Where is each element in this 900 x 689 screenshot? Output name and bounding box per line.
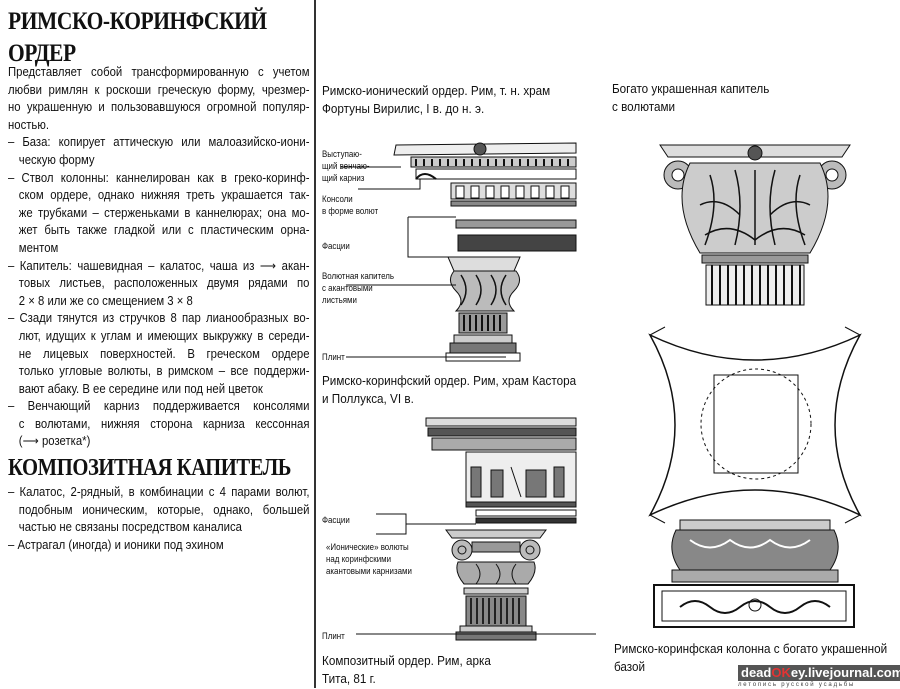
label-fascia: Фасции [322, 241, 350, 251]
caption-line: базой [614, 659, 646, 674]
caption-line: Композитный ордер. Рим, арка [322, 653, 491, 668]
caption-roman-ionic: Римско-ионический ордер. Рим, т. н. храм… [322, 82, 550, 118]
heading-line: РИМСКО-КОРИНФСКИЙ [8, 8, 267, 35]
label-line: щий карниз [322, 173, 365, 183]
label-line: над коринфскими [326, 554, 391, 564]
label-consoles: Консоли в форме волют [322, 193, 378, 217]
text-line: товых листьев, расположенных двумя рядам… [18, 276, 310, 291]
text-line: вают абаку. В ее середине или под ней цв… [18, 381, 263, 396]
text-line: – Астрагал (иногда) и ионики под эхином [8, 537, 224, 552]
caption-composite-order: Композитный ордер. Рим, арка Тита, 81 г. [322, 652, 491, 688]
bullet-item: – Сзади тянутся из стручков 8 пар лианоо… [8, 310, 310, 398]
caption-line: Римско-ионический ордер. Рим, т. н. храм [322, 83, 551, 98]
caption-decorated-capital: Богато украшенная капитель с волютами [612, 80, 769, 116]
text-line: – Ствол колонны: каннелирован как в грек… [8, 170, 310, 185]
caption-line: Богато украшенная капитель [612, 81, 770, 96]
caption-line: Римско-коринфская колонна с богато украш… [614, 641, 888, 656]
label-plinth: Плинт [322, 352, 345, 362]
watermark-tagline: летопись русской усадьбы [738, 682, 856, 688]
heading-line: ОРДЕР [8, 40, 76, 67]
watermark-prefix: dead [741, 665, 772, 680]
caption-line: Римско-коринфский ордер. Рим, храм Касто… [322, 373, 577, 388]
bullet-item: – Венчающий карниз поддерживается консол… [8, 398, 310, 451]
text-line: ностью. [8, 117, 49, 132]
label-line: Выступаю- [322, 149, 362, 159]
roman-corinthian-order-drawing [341, 142, 577, 362]
text-line: частью не связаны посредством каналиса [18, 520, 242, 535]
bullet-item: – База: копирует аттическую или малоазий… [8, 134, 310, 169]
text-line: ментом [18, 240, 59, 255]
text-line: жет быть также гладкой или с пластически… [18, 223, 310, 238]
caption-roman-corinthian: Римско-коринфский ордер. Рим, храм Касто… [322, 372, 576, 408]
bullet-item: – Калатос, 2-рядный, в комбинации с 4 па… [8, 484, 310, 537]
text-line: подобным ионическим, которые, однако, бо… [18, 502, 310, 517]
heading-composite-capital: КОМПОЗИТНАЯ КАПИТЕЛЬ [8, 455, 291, 481]
text-line: с волютами, нижняя сторона карниза кессо… [18, 416, 310, 431]
caption-line: Тита, 81 г. [322, 671, 376, 686]
text-line: – Калатос, 2-рядный, в комбинации с 4 па… [8, 485, 310, 499]
bullet-item: – Астрагал (иногда) и ионики под эхином [8, 537, 310, 555]
bullet-item: – Ствол колонны: каннелирован как в грек… [8, 170, 310, 258]
text-line: но украшенную и пользовавшуюся огромной … [8, 100, 310, 115]
label-fascia-composite: Фасции [322, 515, 350, 525]
text-line: – Сзади тянутся из стручков 8 пар лианоо… [8, 311, 310, 326]
label-line: щий венчаю- [322, 161, 370, 171]
watermark-accent: OK [771, 665, 791, 680]
label-line: акантовыми карнизами [326, 566, 412, 576]
label-volute-capital: Волютная капитель с акантовыми листьями [322, 270, 394, 306]
body-text-composite: – Калатос, 2-рядный, в комбинации с 4 па… [8, 484, 310, 554]
caption-line: с волютами [612, 99, 676, 114]
text-line: же трубками – стерженьками в каннелюрах;… [18, 205, 310, 220]
label-line: Консоли [322, 194, 353, 204]
label-ionic-volutes: «Ионические» волюты над коринфскими акан… [326, 541, 412, 577]
capital-and-base-drawing [648, 144, 862, 628]
watermark-suffix: ey.livejournal.com [790, 665, 900, 680]
text-line: не лицевых поверхностей. В греческом орд… [18, 346, 310, 361]
column-divider [314, 0, 316, 688]
text-line: – База: копирует аттическую или малоазий… [8, 135, 310, 150]
text-line: ском ордере, однако нижняя треть украшае… [18, 188, 310, 203]
text-line: любви римлян к роскоши греческую форму, … [8, 82, 310, 97]
text-line: 2 × 8 или же со смещением 3 × 8 [18, 293, 193, 308]
composite-order-drawing [356, 417, 596, 641]
text-line: ческую форму [18, 152, 95, 167]
label-projecting-cornice: Выступаю- щий венчаю- щий карниз [322, 148, 370, 184]
watermark-logo: deadOKey.livejournal.com летопись русско… [738, 664, 900, 688]
text-line: – Капитель: чашевидная – калатос, чаша и… [8, 258, 310, 273]
label-line: Волютная капитель [322, 271, 394, 281]
caption-line: Фортуны Вирилис, I в. до н. э. [322, 101, 485, 116]
label-line: листьями [322, 295, 357, 305]
text-line: только угловые волюты, в римском – все п… [18, 364, 310, 379]
label-line: «Ионические» волюты [326, 542, 409, 552]
label-line: в форме волют [322, 206, 379, 216]
text-line: Представляет собой трансформированную с … [8, 65, 310, 79]
text-line: (⟶ розетка*) [18, 434, 91, 449]
watermark-text: deadOKey.livejournal.com [738, 665, 900, 681]
label-plinth-composite: Плинт [322, 631, 345, 641]
heading-roman-corinthian: РИМСКО-КОРИНФСКИЙ ОРДЕР [8, 6, 267, 70]
label-line: с акантовыми [322, 283, 373, 293]
caption-column-with-base: Римско-коринфская колонна с богато украш… [614, 640, 887, 676]
text-line: лют, идущих к углам и имеющих выкружку в… [18, 328, 310, 343]
bullet-item: – Капитель: чашевидная – калатос, чаша и… [8, 258, 310, 311]
text-line: – Венчающий карниз поддерживается консол… [8, 399, 310, 414]
caption-line: и Поллукса, VI в. [322, 391, 414, 406]
body-text-roman-corinthian: Представляет собой трансформированную с … [8, 64, 310, 451]
